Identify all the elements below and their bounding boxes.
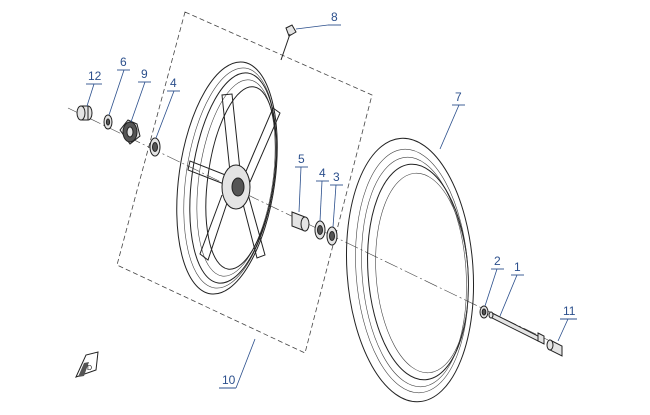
- logo-letter: D: [87, 365, 92, 372]
- tire: [345, 137, 475, 403]
- svg-text:9: 9: [141, 67, 148, 81]
- callout-10: 10: [219, 338, 256, 389]
- callout-9: 9: [130, 67, 151, 123]
- valve: [280, 24, 297, 61]
- callout-8: 8: [295, 10, 341, 30]
- svg-text:7: 7: [455, 90, 462, 104]
- callout-11: 11: [557, 304, 577, 342]
- svg-text:8: 8: [331, 10, 338, 24]
- callout-6: 6: [108, 55, 130, 116]
- svg-text:5: 5: [298, 152, 305, 166]
- callout-4-right: 4: [316, 166, 329, 222]
- svg-text:4: 4: [170, 76, 177, 90]
- wheel-rim: [176, 61, 281, 295]
- svg-text:1: 1: [514, 260, 521, 274]
- assembly-group-outline: [116, 11, 373, 354]
- svg-text:2: 2: [494, 254, 501, 268]
- callout-12: 12: [86, 69, 102, 107]
- callout-1: 1: [499, 260, 524, 317]
- callout-2: 2: [484, 254, 504, 307]
- svg-text:10: 10: [222, 373, 236, 387]
- axle-nut: [546, 339, 563, 357]
- callout-3: 3: [330, 170, 343, 228]
- distance-collar: [291, 211, 310, 232]
- axle-spacer: [479, 305, 489, 319]
- washer-left: [103, 114, 113, 130]
- front-orientation-logo: D: [75, 351, 99, 378]
- svg-text:12: 12: [88, 69, 102, 83]
- callout-7: 7: [439, 90, 465, 150]
- axle: [488, 311, 545, 345]
- bearing-right: [314, 220, 326, 240]
- svg-text:3: 3: [333, 170, 340, 184]
- svg-text:4: 4: [319, 166, 326, 180]
- speedometer-drive: [119, 119, 141, 145]
- wheel-spokes: [187, 93, 281, 261]
- callout-4-left: 4: [155, 76, 180, 139]
- spacer-left: [76, 105, 93, 121]
- svg-text:11: 11: [563, 304, 576, 318]
- svg-text:6: 6: [120, 55, 127, 69]
- seal-right: [326, 226, 338, 246]
- callout-5: 5: [295, 152, 308, 213]
- bearing-left: [149, 137, 161, 157]
